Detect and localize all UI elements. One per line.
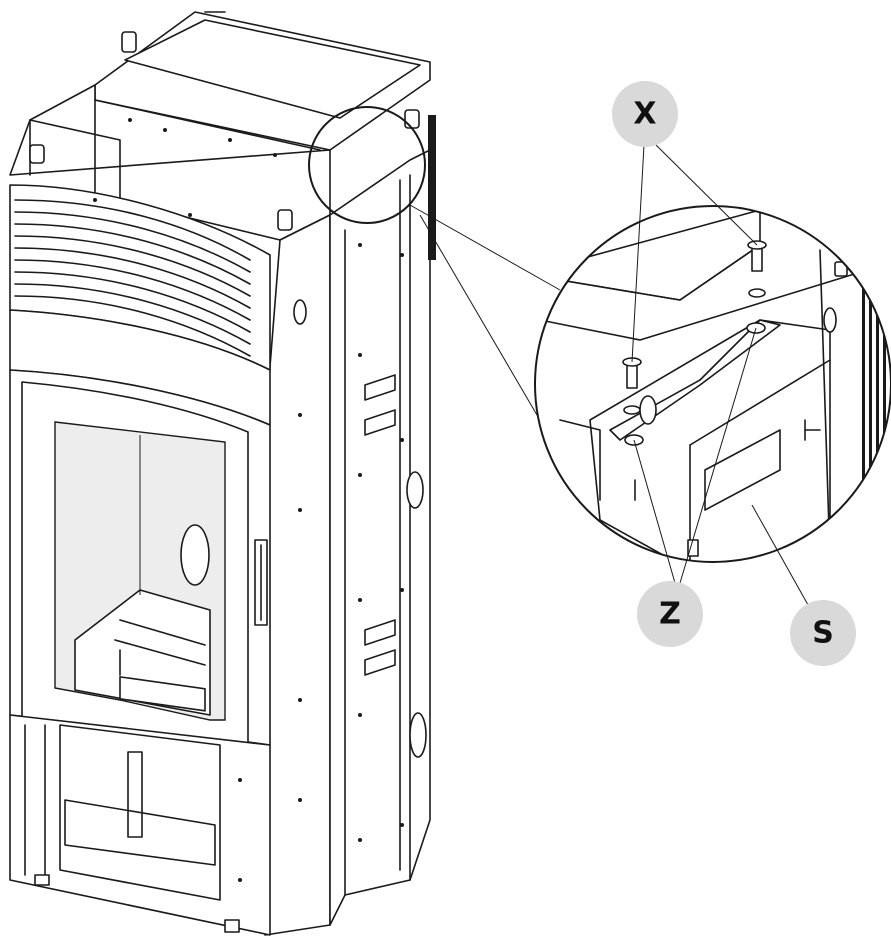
corner-post-3	[277, 209, 293, 231]
burner-pot	[180, 524, 210, 586]
callout-z-bubble	[637, 581, 703, 647]
leader-x-to-upper-bolt	[655, 144, 758, 246]
leader-x-to-lower-bolt	[631, 144, 645, 363]
callout-x: X	[612, 81, 678, 147]
callout-z: Z	[637, 581, 703, 647]
detail-view	[534, 205, 891, 563]
column-slots	[364, 374, 396, 676]
foot-left	[34, 874, 50, 886]
callout-x-bubble	[612, 81, 678, 147]
stove-body	[9, 11, 436, 936]
callout-x-label: X	[633, 97, 656, 132]
corner-post-4	[404, 109, 420, 129]
foot-right	[224, 919, 240, 933]
callout-s-label: S	[812, 616, 834, 651]
bolt-x-upper	[747, 240, 767, 298]
callout-z-label: Z	[659, 597, 681, 632]
lower-lever	[127, 751, 143, 838]
rear-column	[329, 149, 431, 926]
highlight-circle	[308, 106, 426, 224]
grille-slats	[14, 199, 251, 357]
corner-post-2	[29, 144, 45, 164]
leader-z-to-upper-washer	[679, 327, 757, 584]
side-connector	[293, 299, 307, 325]
callout-s: S	[790, 600, 856, 666]
firebox	[74, 589, 211, 716]
leader-z-to-lower-washer	[633, 439, 676, 584]
rivet-dots	[93, 118, 404, 882]
corner-post-1	[121, 31, 137, 53]
leader-s-to-bracket	[751, 504, 813, 613]
panel-stripes	[862, 260, 886, 545]
vent-strip	[428, 115, 436, 260]
top-cover	[124, 19, 421, 119]
leader-line-upper	[409, 204, 561, 291]
callout-s-bubble	[790, 600, 856, 666]
